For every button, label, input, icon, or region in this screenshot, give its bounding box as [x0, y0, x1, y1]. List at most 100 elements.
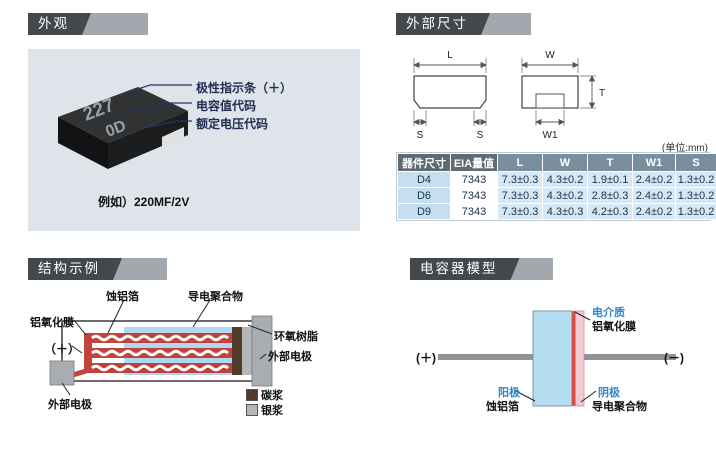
cell-eia: 7343	[451, 204, 497, 219]
table-header-row: 器件尺寸 EIA量值 L W T W1 S	[398, 154, 716, 171]
dielectric-layer	[572, 311, 576, 406]
chip-marking-voltage: 0D	[103, 118, 128, 141]
cathode-lead	[584, 354, 676, 360]
label-aluminum-oxide-film: 铝氧化膜	[30, 317, 74, 329]
external-electrode-right-shape	[251, 315, 273, 387]
table-row-d6: D6 7343 7.3±0.3 4.3±0.2 2.8±0.3 2.4±0.2 …	[398, 188, 716, 203]
end-view-terminal	[535, 93, 565, 109]
cell-S: 1.3±0.2	[676, 172, 716, 187]
etched-foil-texture	[91, 364, 229, 372]
chip-front-face	[108, 111, 188, 169]
etched-foil-texture	[91, 349, 229, 357]
dim-label-L: L	[447, 50, 453, 61]
label-structure-plus: （＋）	[44, 342, 81, 356]
label-dielectric: 电介质	[592, 307, 625, 319]
foil-connector	[84, 333, 92, 373]
label-capacitance-code: 电容值代码	[196, 99, 257, 113]
section-header-appearance: 外观	[28, 13, 148, 35]
legend-swatch-carbon	[246, 389, 258, 401]
col-header-case: 器件尺寸	[398, 154, 450, 171]
col-header-W1: W1	[633, 154, 675, 171]
structure-diagram	[49, 299, 273, 396]
dimension-diagram: L S S W W1 T	[413, 50, 605, 140]
table-row-d4: D4 7343 7.3±0.3 4.3±0.2 1.9±0.1 2.4±0.2 …	[398, 172, 716, 187]
cell-S: 1.3±0.2	[676, 204, 716, 219]
label-epoxy-resin: 环氧树脂	[274, 331, 318, 343]
cell-W1: 2.4±0.2	[633, 172, 675, 187]
chip-polarity-band	[162, 127, 184, 149]
cell-S: 1.3±0.2	[676, 188, 716, 203]
section-header-tail	[510, 258, 553, 280]
chip-top-face	[58, 87, 188, 143]
capacitor-chip-image: 227 0D	[58, 87, 188, 169]
unit-note: (单位:mm)	[661, 143, 708, 154]
section-header-dimensions: 外部尺寸	[396, 13, 531, 35]
section-header-tail	[113, 258, 167, 280]
table-row-d9: D9 7343 7.3±0.3 4.3±0.3 4.2±0.3 2.4±0.2 …	[398, 204, 716, 219]
col-header-eia: EIA量值	[451, 154, 497, 171]
label-model-minus: (－)	[664, 351, 684, 365]
section-title-structure: 结构示例	[28, 258, 122, 280]
label-polarity-indicator: 极性指示条（＋）	[196, 81, 293, 95]
side-view-body	[413, 75, 487, 109]
section-title-appearance: 外观	[28, 13, 91, 35]
dim-label-W1: W1	[543, 130, 558, 140]
cell-L: 7.3±0.3	[498, 204, 542, 219]
legend-label-carbon: 碳浆	[261, 390, 283, 402]
silver-layer	[242, 327, 252, 375]
label-conductive-polymer: 导电聚合物	[188, 291, 243, 303]
carbon-layer	[232, 327, 242, 375]
cell-eia: 7343	[451, 188, 497, 203]
foil-band	[90, 348, 232, 358]
anode-foil-block	[532, 310, 573, 407]
appearance-leader-lines	[119, 84, 192, 128]
foil-band	[90, 333, 232, 343]
cell-L: 7.3±0.3	[498, 188, 542, 203]
label-voltage-code: 额定电压代码	[196, 117, 269, 131]
foil-band	[90, 363, 232, 373]
chip-left-face	[58, 117, 108, 169]
cell-T: 2.8±0.3	[588, 188, 632, 203]
cell-T: 1.9±0.1	[588, 172, 632, 187]
polymer-layer	[575, 310, 585, 407]
cell-W1: 2.4±0.2	[633, 204, 675, 219]
label-etched-foil: 蚀铝箔	[106, 291, 139, 303]
cell-W1: 2.4±0.2	[633, 188, 675, 203]
cell-W: 4.3±0.3	[543, 204, 587, 219]
label-external-electrode-bottom: 外部电极	[48, 399, 92, 411]
etched-foil-texture	[91, 334, 229, 342]
dim-label-S-right: S	[477, 130, 484, 140]
col-header-S: S	[676, 154, 716, 171]
label-cathode: 阴极	[598, 387, 620, 399]
capacitor-model-diagram	[438, 310, 676, 407]
col-header-L: L	[498, 154, 542, 171]
section-header-tail	[481, 13, 531, 35]
cell-eia: 7343	[451, 172, 497, 187]
dim-label-W: W	[545, 50, 555, 61]
legend-label-silver: 银浆	[261, 405, 283, 417]
cell-W: 4.3±0.2	[543, 172, 587, 187]
label-anode-material: 蚀铝箔	[486, 401, 519, 413]
marking-example-text: 例如）220MF/2V	[98, 195, 190, 209]
dim-label-T: T	[599, 88, 605, 99]
cell-T: 4.2±0.3	[588, 204, 632, 219]
label-model-plus: (＋)	[416, 351, 436, 365]
label-external-electrode-right: 外部电极	[268, 351, 312, 363]
dim-label-S-left: S	[417, 130, 424, 140]
external-electrode-left-shape	[49, 360, 75, 386]
col-header-W: W	[543, 154, 587, 171]
cell-case: D4	[398, 172, 450, 187]
section-title-dimensions: 外部尺寸	[396, 13, 490, 35]
cell-case: D9	[398, 204, 450, 219]
col-header-T: T	[588, 154, 632, 171]
legend-swatch-silver	[246, 404, 258, 416]
label-oxide-film: 铝氧化膜	[592, 321, 636, 333]
section-header-model: 电容器模型	[410, 258, 553, 280]
label-cathode-material: 导电聚合物	[592, 401, 647, 413]
cell-case: D6	[398, 188, 450, 203]
section-header-tail	[82, 13, 148, 35]
cell-W: 4.3±0.2	[543, 188, 587, 203]
anode-lead	[438, 354, 533, 360]
section-title-model: 电容器模型	[410, 258, 520, 280]
